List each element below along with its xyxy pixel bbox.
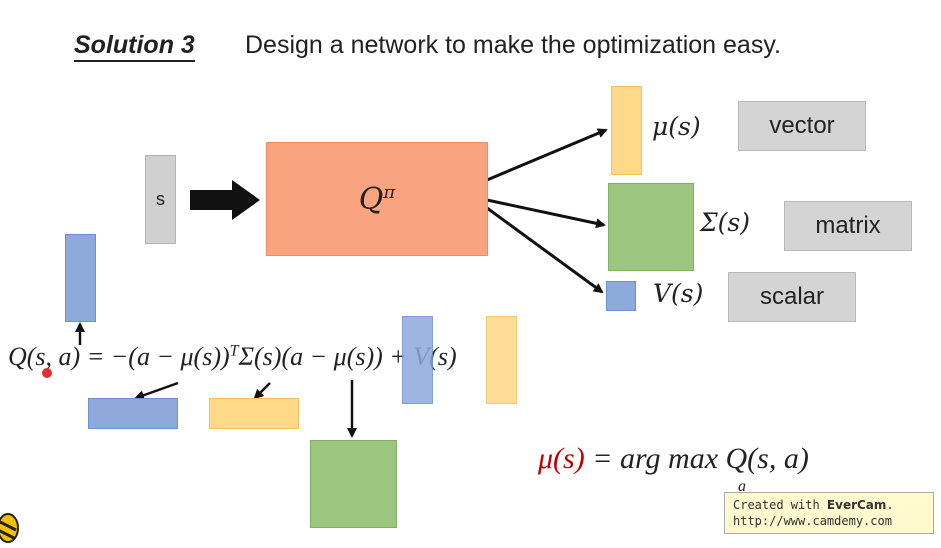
q-network-block: Qπ [266, 142, 488, 256]
v-scalar-box [606, 281, 636, 311]
q-network-label: Qπ [358, 181, 396, 217]
arrow-to-sigma [486, 198, 606, 229]
arrow-to-mu [486, 128, 608, 182]
sigma-matrix-bottom [310, 440, 397, 528]
evercam-watermark: Created with EverCam. http://www.camdemy… [724, 492, 934, 534]
cursor-dot [42, 368, 52, 378]
arrow-to-v [486, 206, 604, 294]
input-s-label: s [156, 189, 165, 209]
input-arrow [190, 180, 260, 220]
q-formula: Q(s, a) = −(a − μ(s))TΣ(s)(a − μ(s)) + V… [8, 342, 457, 371]
mu-vertical-bar [486, 316, 517, 404]
solution-label: Solution 3 [74, 30, 195, 62]
title-text: Design a network to make the optimizatio… [245, 31, 781, 59]
mu-label: μ(s) [652, 112, 701, 141]
matrix-tag: matrix [784, 201, 912, 251]
a-horizontal-bar [88, 398, 178, 429]
mu-vector-box [611, 86, 642, 175]
watermark-line1: Created with EverCam. [733, 498, 894, 512]
v-label: V(s) [653, 279, 704, 308]
argmax-formula: μ(s) = arg max Q(s, a) [538, 442, 809, 475]
watermark-line2: http://www.camdemy.com [733, 514, 892, 528]
arrow-a-down [134, 381, 179, 401]
vector-tag: vector [738, 101, 866, 151]
scalar-tag: scalar [728, 272, 856, 322]
sigma-matrix-box [608, 183, 694, 271]
sigma-label: Σ(s) [700, 208, 751, 237]
bee-logo-icon [0, 513, 19, 543]
q-value-bar [65, 234, 96, 322]
argmax-subscript: a [738, 478, 746, 495]
mu-horizontal-bar [209, 398, 299, 429]
input-s-box: s [145, 155, 176, 244]
arrow-mu-down [253, 382, 271, 400]
a-vertical-bar [402, 316, 433, 404]
